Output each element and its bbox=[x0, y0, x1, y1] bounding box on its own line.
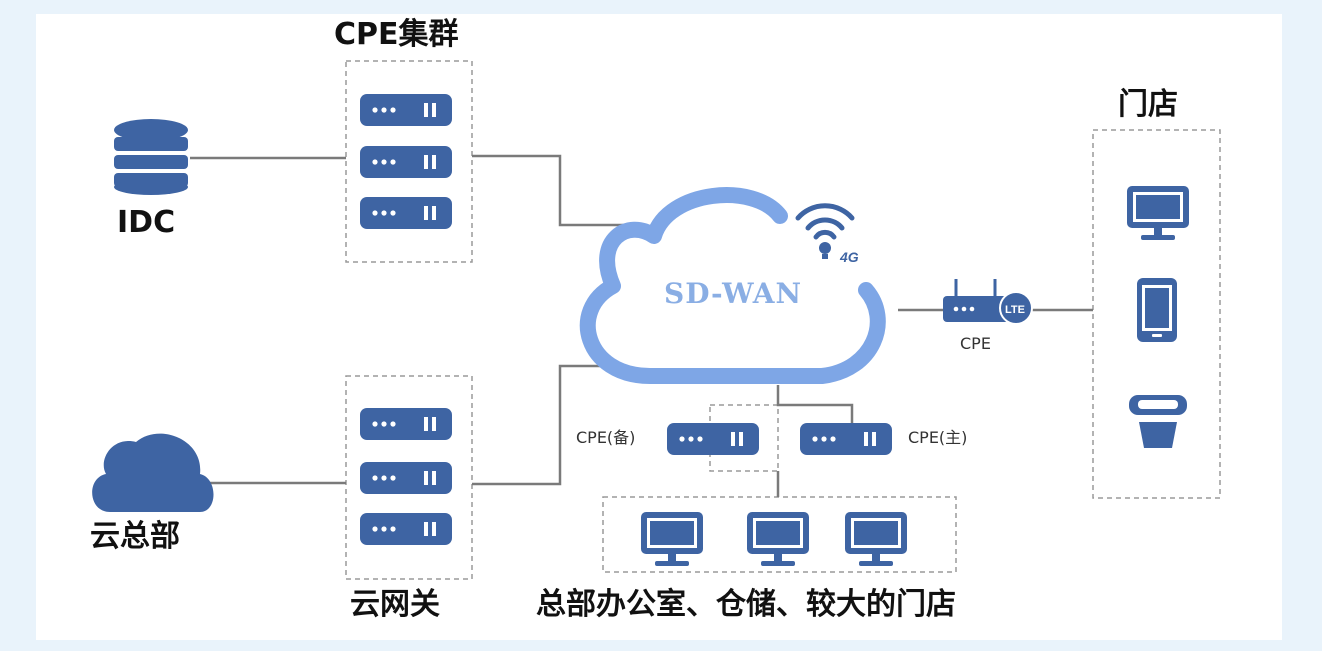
cluster-server-icon bbox=[360, 146, 452, 178]
cloud-icon bbox=[92, 433, 214, 512]
pos-terminal-icon bbox=[1129, 395, 1187, 448]
gateway-server-icon bbox=[360, 462, 452, 494]
cpe-cluster-box bbox=[345, 60, 473, 263]
sdwan-label: SD-WAN bbox=[664, 277, 803, 310]
cpe-primary-server-icon bbox=[800, 423, 892, 455]
cluster-server-icon bbox=[360, 197, 452, 229]
idc-label: IDC bbox=[117, 205, 176, 240]
wifi-bulb-icon bbox=[819, 242, 831, 254]
database-icon bbox=[114, 119, 188, 195]
cpe-cluster-label: CPE集群 bbox=[334, 17, 459, 52]
lte-badge-label: LTE bbox=[1005, 304, 1025, 316]
cloud-gateway-label: 云网关 bbox=[350, 587, 440, 622]
store-box bbox=[1092, 129, 1221, 499]
store-label: 门店 bbox=[1118, 87, 1178, 122]
smartphone-icon bbox=[1137, 278, 1177, 342]
cpe-backup-server-icon bbox=[667, 423, 759, 455]
cloud-gateway-box bbox=[345, 375, 473, 580]
cluster-server-icon bbox=[360, 94, 452, 126]
gateway-server-icon bbox=[360, 513, 452, 545]
gateway-server-icon bbox=[360, 408, 452, 440]
wifi-icon bbox=[795, 203, 855, 240]
connection-lines bbox=[190, 154, 1093, 497]
cpe-backup-label: CPE(备) bbox=[576, 428, 636, 447]
cpe-primary-label: CPE(主) bbox=[908, 428, 968, 447]
hq-office-label: 总部办公室、仓储、较大的门店 bbox=[536, 587, 956, 622]
hq-office-box bbox=[602, 496, 957, 573]
cpe-label: CPE bbox=[960, 334, 991, 353]
sdwan-cloud-icon bbox=[579, 187, 886, 384]
4g-label: 4G bbox=[839, 249, 859, 265]
hq-label: 云总部 bbox=[90, 519, 180, 554]
router-icon: LTE bbox=[943, 279, 1033, 325]
